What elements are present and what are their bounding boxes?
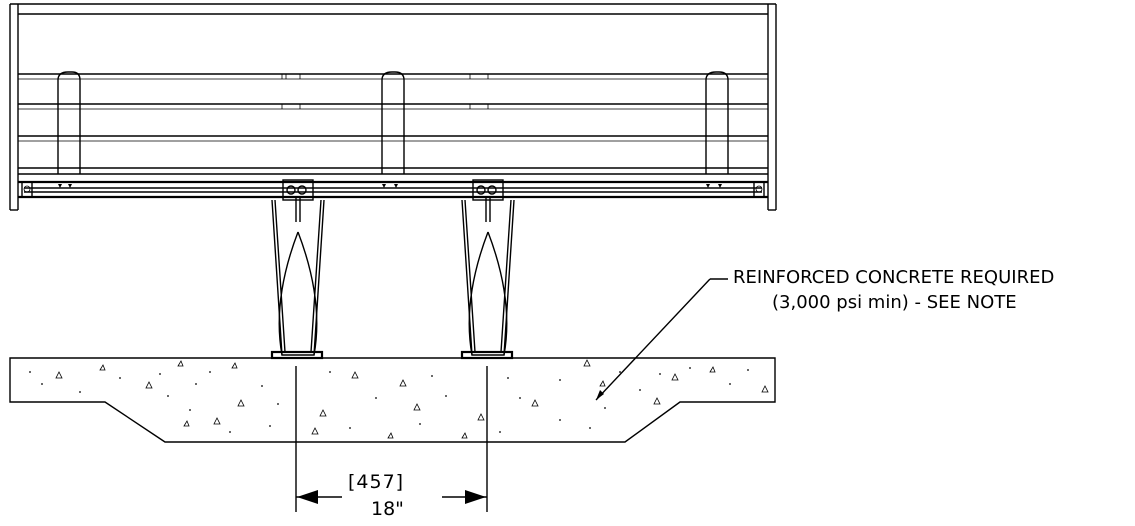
- horizontal-rails: [18, 73, 768, 175]
- callout-line-1: REINFORCED CONCRETE REQUIRED: [733, 267, 1055, 288]
- concrete-footing: [9, 357, 776, 443]
- dimension-imperial: 18": [371, 498, 404, 520]
- base-channel: [18, 180, 768, 199]
- support-leg-right: [460, 179, 515, 360]
- aggregate-dots: [29, 367, 749, 433]
- callout-leader: [595, 278, 728, 401]
- dimension-annotation: [295, 366, 488, 512]
- rail-assembly: [9, 3, 777, 211]
- dimension-arrow-left: [297, 490, 318, 504]
- dimension-metric: [457]: [348, 471, 405, 493]
- support-leg-left: [270, 179, 325, 360]
- callout-line-2: (3,000 psi min) - SEE NOTE: [772, 292, 1017, 313]
- dimension-arrow-right: [465, 490, 486, 504]
- rail-posts: [57, 71, 729, 174]
- aggregate-marks: [55, 359, 769, 439]
